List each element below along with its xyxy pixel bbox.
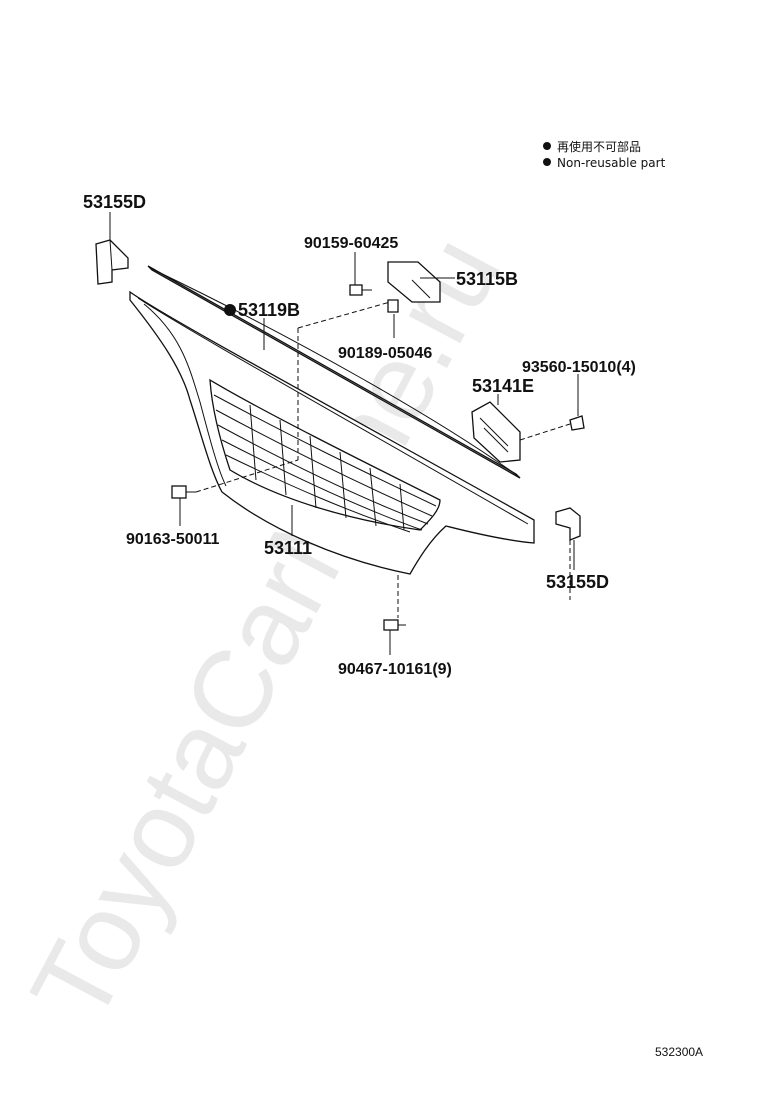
label-emblem: 53141E bbox=[472, 376, 534, 396]
label-screw-right: 93560-15010(4) bbox=[522, 359, 636, 376]
non-reusable-marker-icon bbox=[224, 304, 236, 316]
corner-piece-left bbox=[95, 239, 129, 285]
screw-right-icon bbox=[569, 415, 585, 431]
legend-dot-icon bbox=[543, 158, 551, 166]
label-clip-bottom: 90467-10161(9) bbox=[338, 661, 452, 678]
label-molding: 53119B bbox=[238, 300, 300, 320]
label-clip-top: 90189-05046 bbox=[338, 345, 432, 362]
label-corner-left: 53155D bbox=[83, 192, 146, 212]
watermark-text: ToyotaCarMine.ru bbox=[8, 217, 524, 1041]
label-corner-right: 53155D bbox=[546, 572, 609, 592]
bolt-top-icon bbox=[349, 284, 372, 296]
grille bbox=[129, 290, 535, 575]
clip-top-icon bbox=[387, 299, 399, 313]
leader-lines bbox=[109, 212, 579, 655]
figure-code: 532300A bbox=[655, 1045, 703, 1059]
label-grille: 53111 bbox=[264, 538, 312, 558]
bolt-left-icon bbox=[171, 485, 196, 499]
label-bolt-top: 90159-60425 bbox=[304, 235, 398, 252]
clip-bottom-icon bbox=[383, 619, 406, 631]
legend-english: Non-reusable part bbox=[557, 156, 666, 170]
emblem-bracket bbox=[471, 401, 521, 463]
label-bolt-left: 90163-50011 bbox=[126, 531, 220, 548]
assembly-lines bbox=[195, 290, 571, 618]
molding-strip bbox=[147, 265, 521, 479]
legend: 再使用不可部品 Non-reusable part bbox=[543, 139, 666, 170]
legend-dot-icon bbox=[543, 142, 551, 150]
corner-piece-right bbox=[555, 507, 581, 541]
legend-japanese: 再使用不可部品 bbox=[557, 139, 641, 154]
label-bracket: 53115B bbox=[456, 269, 518, 289]
